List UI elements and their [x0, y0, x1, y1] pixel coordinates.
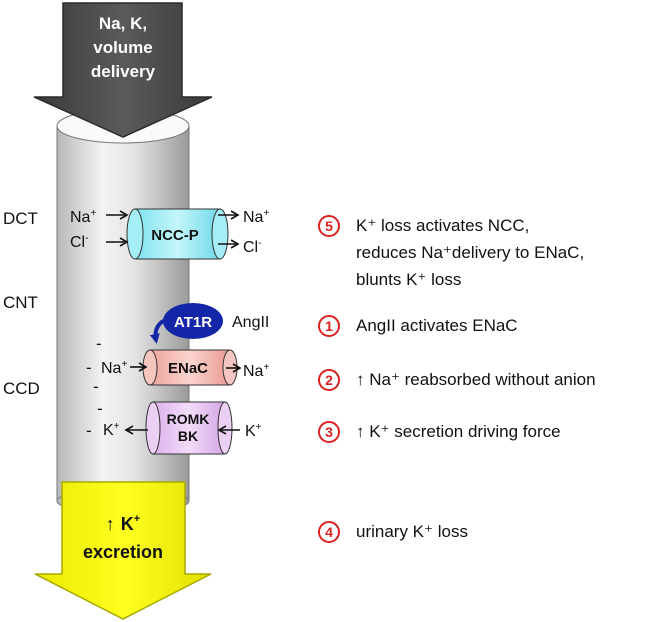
note-3: 3 ↑ K⁺ secretion driving force — [318, 421, 561, 445]
angii-ligand: AngII — [232, 314, 269, 331]
note-text: ↑ Na⁺ reabsorbed without anion — [356, 366, 596, 393]
svg-text:↑K+: ↑ K+ — [106, 513, 140, 534]
note-5: 5 K⁺ loss activates NCC, reduces Na⁺deli… — [318, 215, 584, 293]
note-text: K⁺ loss activates NCC, reduces Na⁺delive… — [356, 212, 584, 293]
enac-label: ENaC — [168, 360, 208, 377]
svg-text:Na+: Na+ — [70, 208, 96, 226]
svg-text:Na+: Na+ — [243, 362, 269, 380]
romk-label: ROMK — [167, 411, 210, 427]
enac-na-out: Na — [243, 363, 264, 380]
ncc-na-in-sup: + — [90, 208, 96, 219]
top-arrow-line-2: volume — [93, 38, 153, 57]
ncc-label: NCC-P — [151, 227, 199, 244]
segment-label-ccd: CCD — [3, 379, 40, 398]
note-line: reduces Na⁺delivery to ENaC, — [356, 243, 585, 262]
enac-ions: Na+ Na+ — [101, 359, 269, 380]
bk-label: BK — [178, 428, 198, 444]
segment-label-cnt: CNT — [3, 293, 38, 312]
excretion-k-sup: + — [134, 513, 140, 525]
enac-na-in-sup: + — [121, 359, 127, 370]
svg-text:K+: K+ — [103, 421, 120, 439]
romk-k-out-sup: + — [256, 422, 262, 433]
note-number: 1 — [318, 315, 340, 337]
svg-text:K+: K+ — [245, 422, 262, 440]
minus-sign: - — [86, 358, 92, 377]
note-number: 3 — [318, 421, 340, 443]
enac-na-in: Na — [101, 360, 122, 377]
note-line: blunts K⁺ loss — [356, 270, 462, 289]
enac-na-out-sup: + — [263, 362, 269, 373]
top-arrow-line-1: Na, K, — [99, 14, 147, 33]
ncc-cl-out: Cl — [243, 239, 258, 256]
minus-sign: - — [93, 377, 99, 396]
enac-channel: ENaC — [142, 349, 238, 386]
bottom-excretion-arrow: ↑ K+ excretion — [34, 481, 212, 620]
luminal-negative-charges: - - - - - — [86, 334, 103, 440]
note-number: 2 — [318, 369, 340, 391]
note-line: AngII activates ENaC — [356, 316, 518, 335]
note-1: 1 AngII activates ENaC — [318, 315, 518, 339]
note-line: K⁺ loss activates NCC, — [356, 216, 530, 235]
note-line: ↑ K⁺ secretion driving force — [356, 422, 561, 441]
ncc-na-out: Na — [243, 209, 264, 226]
svg-text:Na+: Na+ — [243, 208, 269, 226]
note-line: ↑ Na⁺ reabsorbed without anion — [356, 370, 596, 389]
note-4: 4 urinary K⁺ loss — [318, 521, 468, 545]
note-number: 5 — [318, 215, 340, 237]
minus-sign: - — [96, 334, 102, 353]
top-arrow-line-3: delivery — [91, 62, 156, 81]
ncc-cl-in: Cl — [70, 234, 85, 251]
ncc-ions: Na+ Cl- Na+ Cl- — [70, 208, 269, 256]
ncc-transporter: NCC-P — [126, 208, 229, 260]
at1r-receptor: AT1R AngII — [149, 303, 269, 344]
svg-text:Na+: Na+ — [101, 359, 127, 377]
note-text: urinary K⁺ loss — [356, 518, 468, 545]
note-text: ↑ K⁺ secretion driving force — [356, 418, 561, 445]
romk-k-out: K — [245, 423, 256, 440]
note-2: 2 ↑ Na⁺ reabsorbed without anion — [318, 369, 596, 393]
romk-k-in-sup: + — [114, 421, 120, 432]
note-line: urinary K⁺ loss — [356, 522, 468, 541]
excretion-label: excretion — [83, 542, 163, 562]
ncc-cl-out-sup: - — [258, 238, 261, 249]
svg-text:Cl-: Cl- — [243, 238, 261, 256]
ncc-na-out-sup: + — [263, 208, 269, 219]
svg-text:Cl-: Cl- — [70, 233, 88, 251]
top-delivery-arrow: Na, K, volume delivery — [33, 2, 213, 138]
romk-bk-channel: ROMK BK — [145, 401, 233, 455]
note-text: AngII activates ENaC — [356, 312, 518, 339]
romk-ions: K+ K+ — [103, 421, 262, 440]
excretion-k-label: K — [121, 514, 134, 534]
note-number: 4 — [318, 521, 340, 543]
ncc-na-in: Na — [70, 209, 91, 226]
at1r-label: AT1R — [174, 314, 212, 331]
ncc-cl-in-sup: - — [85, 233, 88, 244]
minus-sign: - — [86, 421, 92, 440]
segment-label-dct: DCT — [3, 209, 38, 228]
excretion-up-arrow: ↑ — [106, 514, 115, 534]
minus-sign: - — [97, 399, 103, 418]
romk-k-in: K — [103, 422, 114, 439]
